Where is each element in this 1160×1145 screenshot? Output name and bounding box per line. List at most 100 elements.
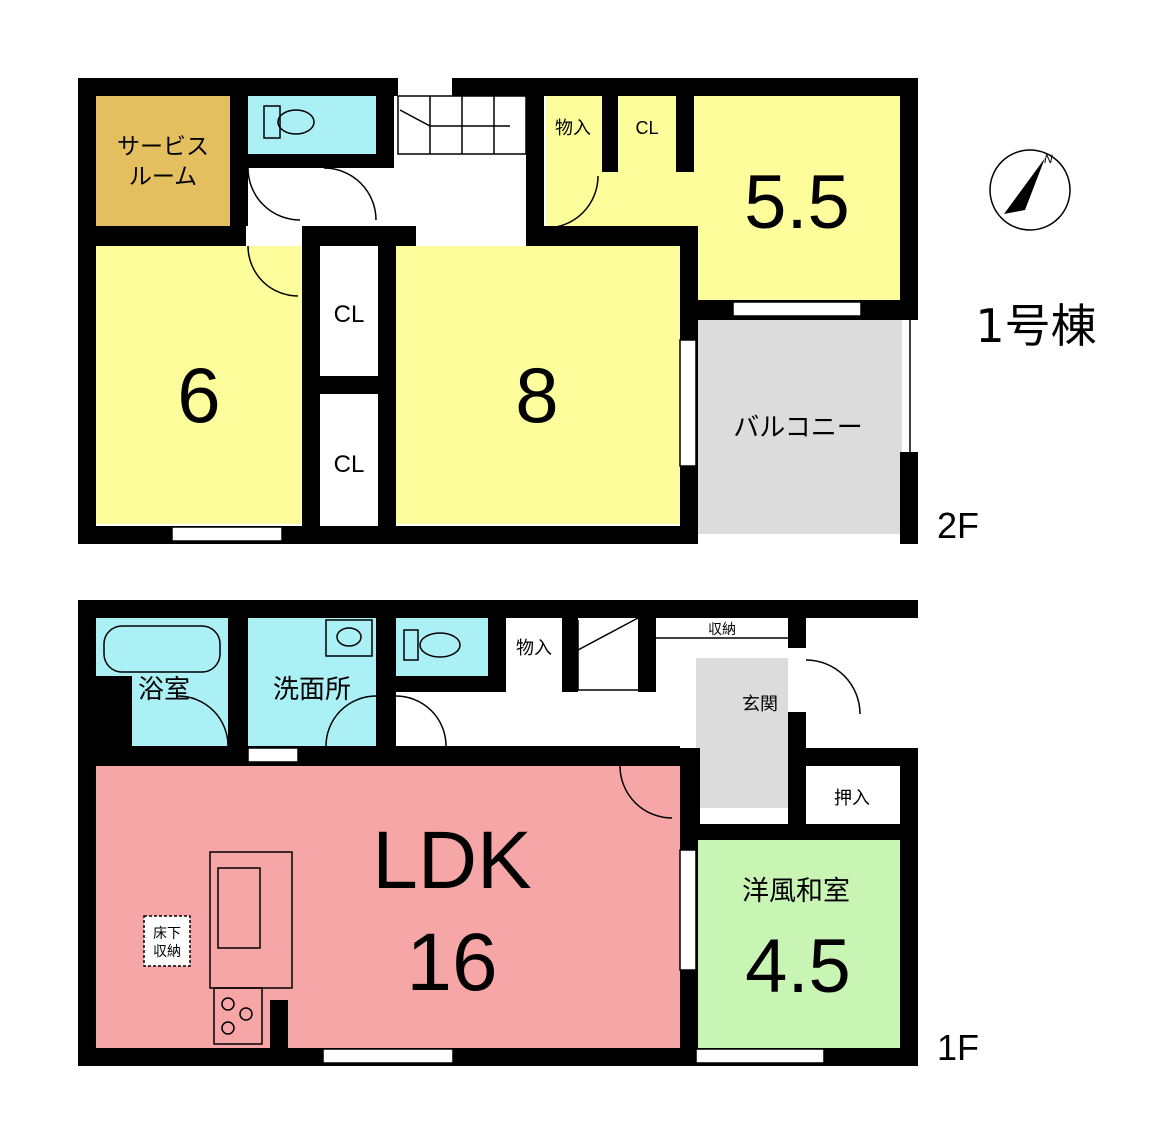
room-5-5-label: 5.5 [744,160,850,245]
toilet-bowl-1f [419,632,461,658]
wall-2f [900,452,918,544]
wall-2f [78,526,698,544]
washroom-label: 洗面所 [273,675,351,705]
wall-1f [900,748,918,1066]
underfloor-label-2: 収納 [153,944,181,960]
japanese-room-label: 洋風和室 [742,876,850,907]
wall-2f [676,96,694,172]
wall-1f [376,600,396,766]
entrance-label: 玄関 [742,694,778,715]
wall-1f [788,748,806,840]
wall-2f [246,154,394,168]
service-room-label-2: ルーム [129,164,197,190]
wall-1f [680,748,700,840]
burner [239,1007,253,1021]
floor-label-2f: 2F [937,505,979,546]
ldk-label: LDK [372,815,532,906]
toilet-tank-1f [403,629,419,661]
wall-2f [602,96,618,172]
washbasin-bowl [336,627,362,647]
building-label: 1号棟 [975,299,1096,353]
wall-2f [78,78,398,96]
window [732,301,862,317]
wall-2f [302,376,396,394]
wall-1f [488,600,506,692]
door-swing [545,175,599,229]
window [322,1048,454,1064]
closet-label-upper: CL [334,301,365,328]
toilet-tank [263,105,281,139]
wall-1f [270,1000,288,1048]
wall-2f [96,226,246,246]
entry-storage-label: 収納 [708,622,736,638]
wall-2f [526,226,698,246]
toilet-bowl [277,109,315,135]
washbasin [325,619,373,657]
room-5-5-fill-lower [546,170,694,230]
wall-1f [788,748,918,766]
wall-1f [562,600,578,692]
wall-2f [452,78,912,96]
underfloor-label-1: 床下 [153,926,181,942]
wall-2f [78,78,96,544]
window [679,339,697,467]
wall-1f [78,600,96,1066]
door-swing [247,245,299,297]
compass: N [989,149,1071,231]
bath-label: 浴室 [138,675,190,705]
compass-north-label: N [1044,152,1053,166]
burner [221,997,235,1011]
room-6-label: 6 [177,351,220,439]
first-floor: 浴室 洗面所 物入 収納 玄関 押入 LDK 16 床下 収納 洋風和室 4.5… [78,600,979,1068]
door-swing [247,167,301,221]
room-6-fill [96,246,302,524]
door-swing [395,695,447,747]
entrance-tile [696,658,788,808]
underfloor-box [143,915,191,967]
door-swing [805,659,861,715]
kitchen-stove [213,987,263,1045]
japanese-room-fill [696,840,902,1050]
closet-label-lower: CL [334,451,365,478]
wall-1f [788,600,806,648]
closet-label-top: CL [635,118,658,138]
toilet-1f-fill [396,618,488,676]
bathtub [103,625,221,673]
wall-2f [376,96,394,168]
stairs-arrow [399,109,510,127]
wall-2f [230,96,248,226]
door-swing [323,167,377,221]
window [247,747,299,763]
window [679,849,697,971]
door-swing [177,695,229,747]
room-8-label: 8 [515,351,558,439]
second-floor: N サービス ルーム 物入 CL 5.5 CL CL 6 8 バルコニー 1号棟… [78,78,1097,546]
ldk-size-label: 16 [406,917,497,1008]
wall-2f [526,96,544,226]
closet-japanese-label: 押入 [834,788,870,809]
balcony-label: バルコニー [733,413,862,443]
room-8-fill [396,246,680,524]
wall-1f [96,676,132,746]
wall-1f [638,600,656,692]
burner [221,1021,235,1035]
kitchen-sink [217,867,261,949]
storage-label-2f: 物入 [555,118,591,139]
door-swing [325,695,377,747]
storage-label-1f: 物入 [516,638,552,659]
window [695,1048,825,1064]
washroom-fill [248,618,376,746]
ldk-fill [96,766,680,1048]
service-room-fill [96,96,230,226]
toilet-2f-fill [248,96,376,154]
stairs-tread [577,617,639,651]
window [171,526,283,542]
floor-label-1f: 1F [937,1027,979,1068]
wall-2f [900,78,918,318]
wall-1f [396,676,506,692]
stairs-1f [577,620,638,691]
wall-1f [788,712,806,748]
wall-1f [228,600,248,766]
balcony-fill [696,320,902,534]
